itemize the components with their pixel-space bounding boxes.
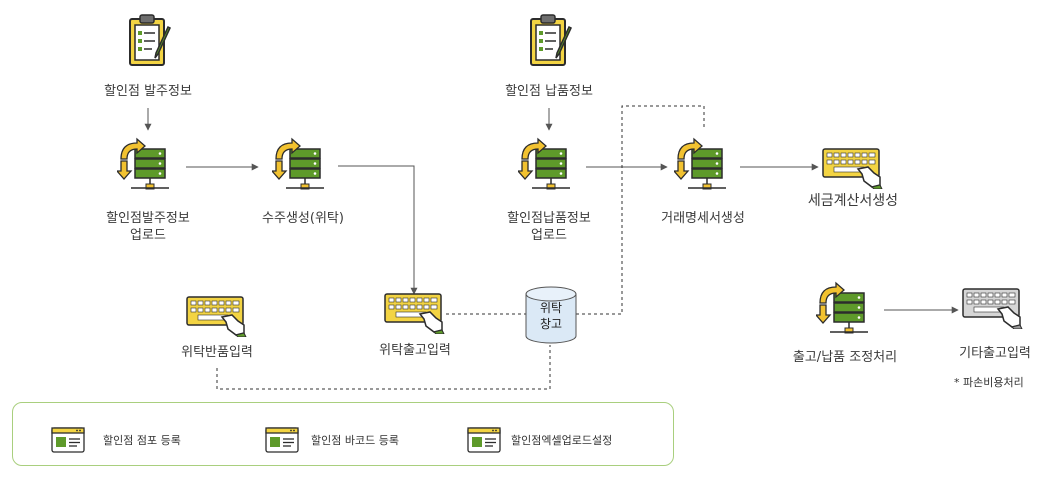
tax-invoice-create-label: 세금계산서생성	[807, 193, 899, 209]
keyboard-input-icon	[186, 296, 247, 337]
keyboard-input-icon	[822, 148, 883, 189]
warehouse-label: 위탁 창고	[539, 301, 563, 331]
server-sync-icon	[272, 137, 324, 190]
clipboard-icon	[129, 14, 171, 66]
dashed-warehouse-to-statement	[576, 105, 705, 315]
server-sync-icon	[816, 281, 868, 334]
warehouse-cylinder-icon	[525, 286, 577, 344]
server-sync-icon	[674, 137, 726, 190]
legend-label: 할인점엑셀업로드설정	[511, 434, 613, 447]
legend-box	[12, 402, 674, 466]
legend-label: 할인점 점포 등록	[103, 434, 181, 447]
order-create-label: 수주생성(위탁)	[262, 211, 344, 226]
legend-item: 할인점 점포 등록	[51, 426, 181, 454]
store-order-upload-label: 할인점발주정보 업로드	[106, 211, 190, 243]
keyboard-input-icon	[384, 293, 445, 334]
server-sync-icon	[117, 137, 169, 190]
window-form-icon	[467, 427, 501, 453]
legend-item: 할인점 바코드 등록	[265, 426, 399, 454]
adjust-label: 출고/납품 조정처리	[792, 350, 898, 365]
consign-out-input-label: 위탁출고입력	[379, 343, 451, 358]
clipboard-icon	[530, 14, 572, 66]
other-out-input-label: 기타출고입력	[959, 346, 1031, 361]
server-sync-icon	[518, 137, 570, 190]
store-order-info-label: 할인점 발주정보	[104, 84, 192, 99]
legend-item: 할인점엑셀업로드설정	[467, 426, 612, 454]
arrow-order-to-consign-out	[338, 165, 418, 295]
legend-label: 할인점 바코드 등록	[311, 434, 399, 447]
consign-return-input-label: 위탁반품입력	[181, 345, 253, 360]
window-form-icon	[51, 427, 85, 453]
statement-create-label: 거래명세서생성	[661, 211, 745, 226]
store-delivery-info-label: 할인점 납품정보	[505, 84, 593, 99]
dashed-return-to-warehouse	[216, 345, 551, 390]
keyboard-input-icon	[962, 288, 1023, 329]
store-delivery-upload-label: 할인점납품정보 업로드	[507, 211, 591, 243]
other-out-note: * 파손비용처리	[954, 376, 1024, 389]
window-form-icon	[265, 427, 299, 453]
